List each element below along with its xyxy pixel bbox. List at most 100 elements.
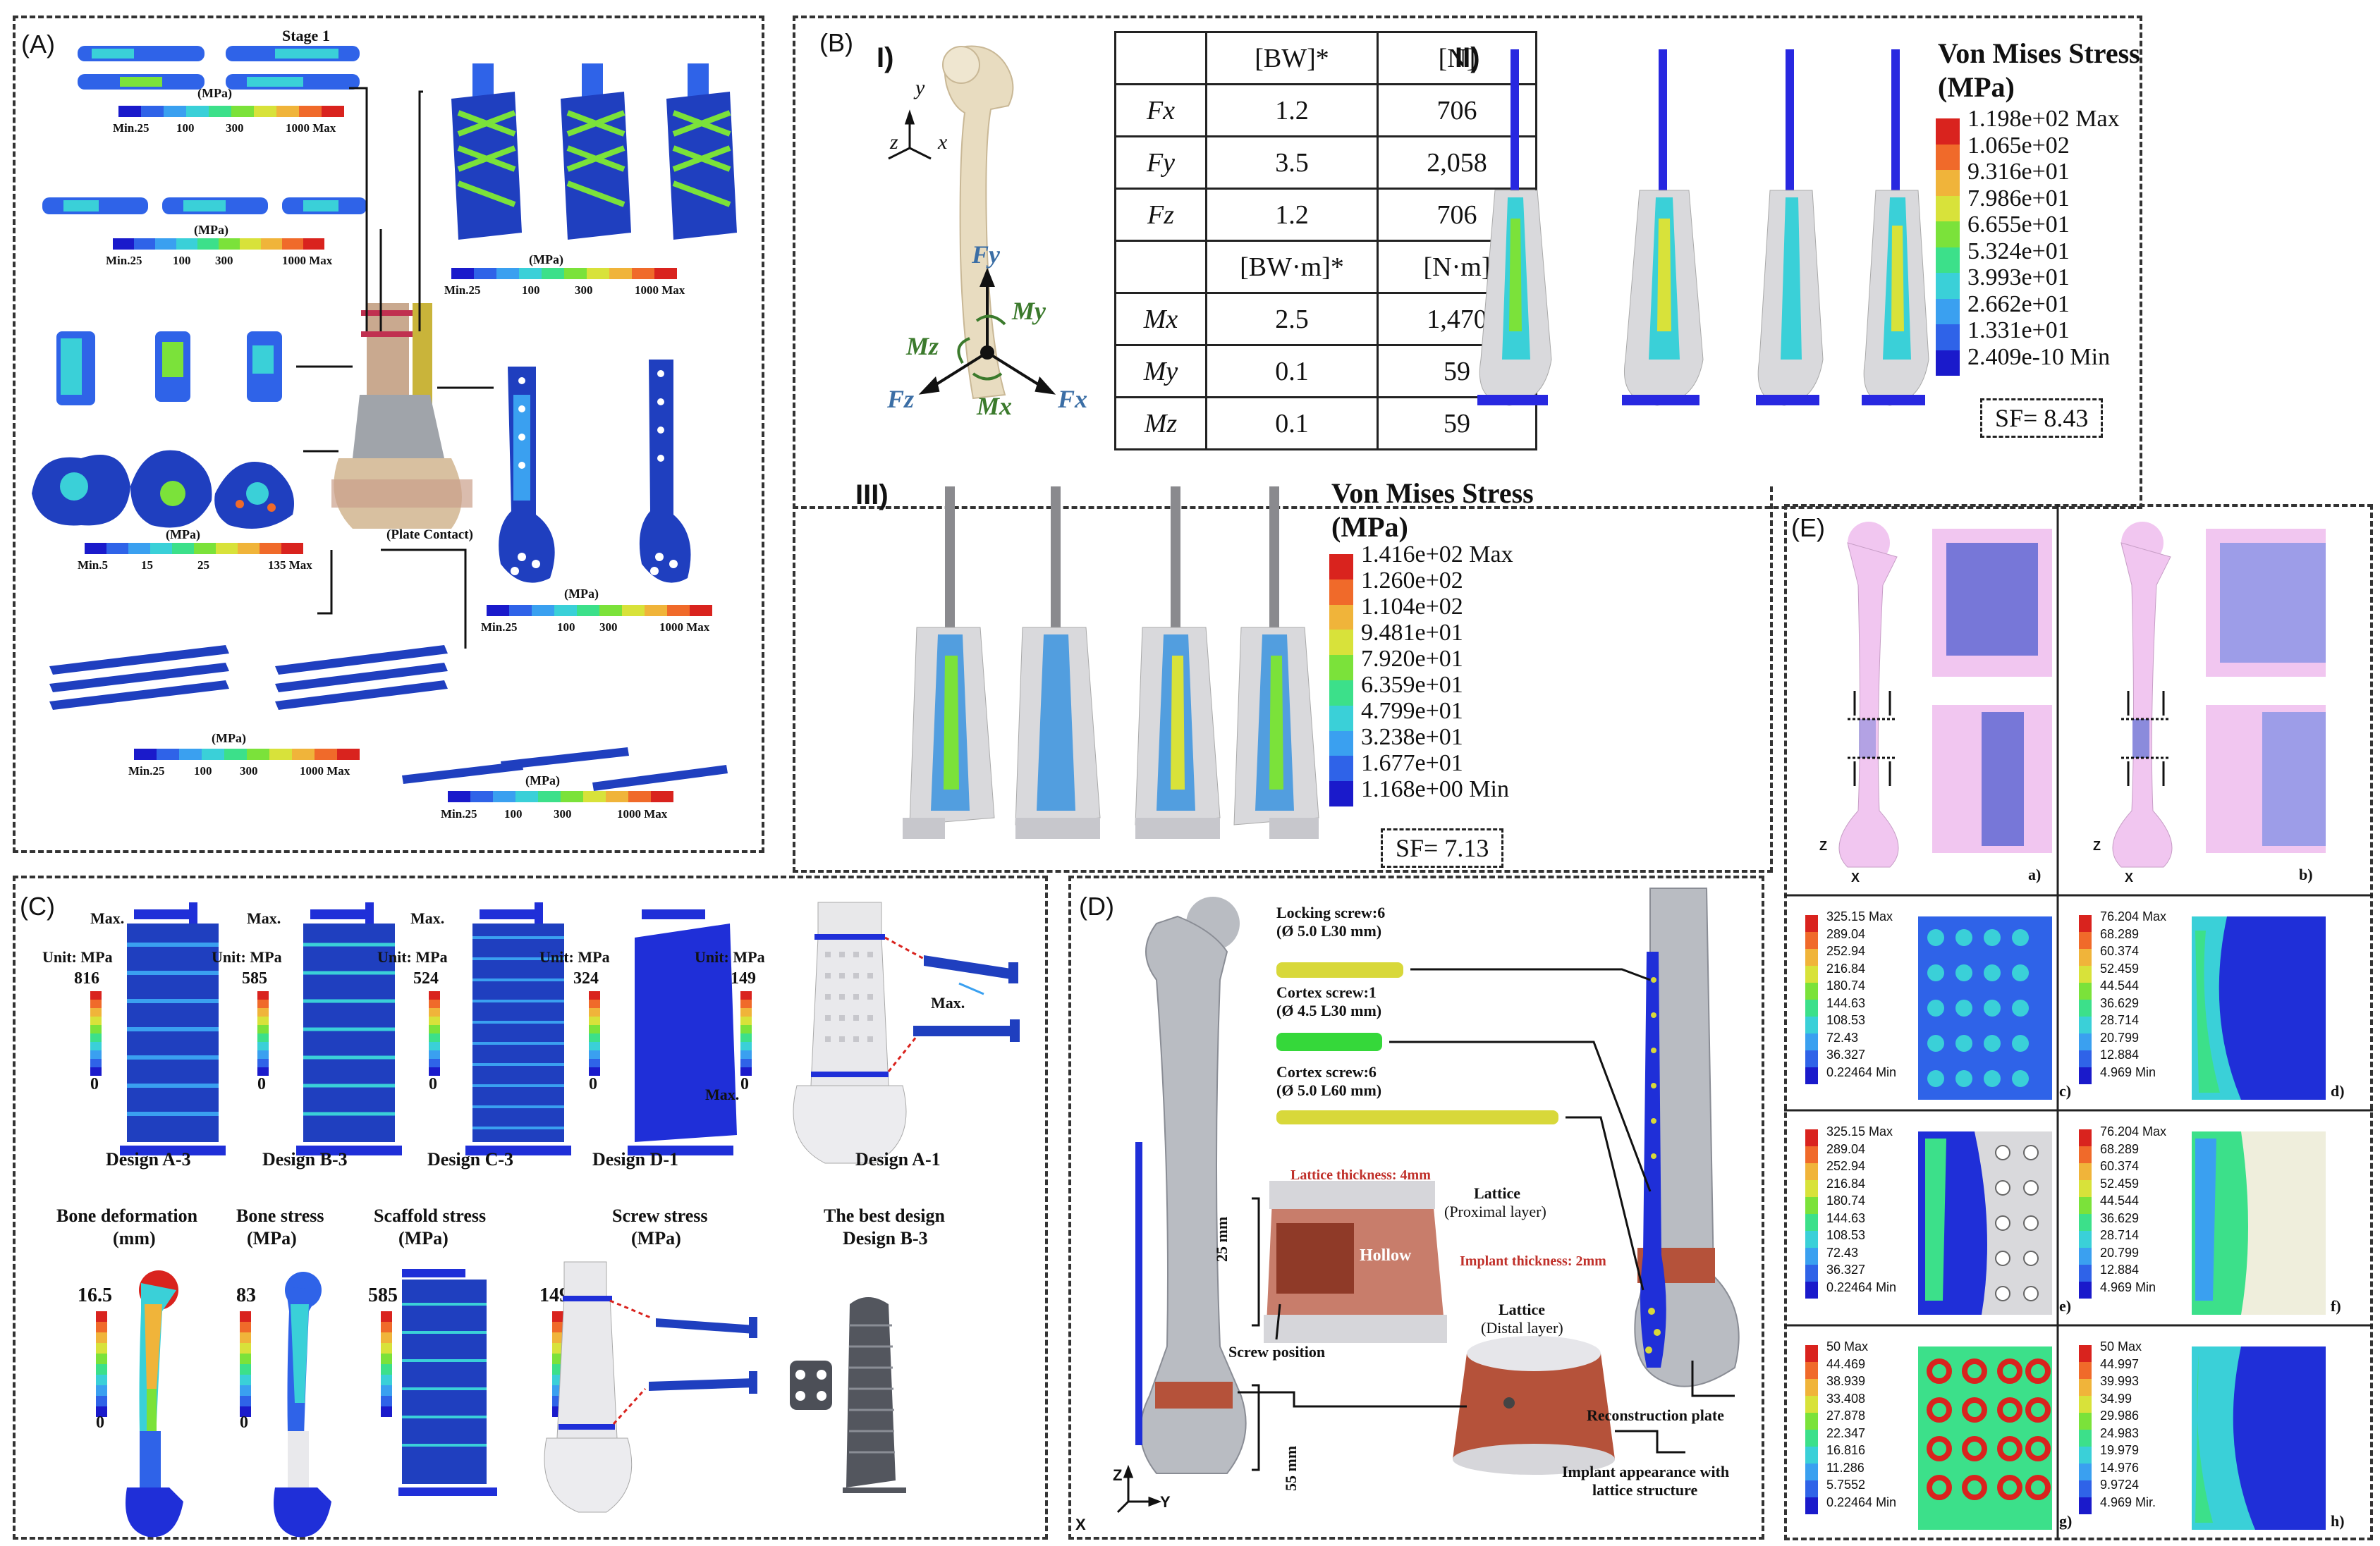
- colorbar-segment: [281, 543, 303, 554]
- legend-value: 4.969 Mir.: [2100, 1495, 2156, 1509]
- colorbar-segment: [1805, 932, 1818, 949]
- colorbar-segment: [1805, 1362, 1818, 1379]
- legend-value: 68.289: [2100, 1141, 2140, 1156]
- colorbar-segment: [85, 543, 106, 554]
- colorbar-segment: [487, 605, 509, 616]
- colorbar-segment: [1805, 1017, 1818, 1033]
- legend-value: 36.629: [2100, 995, 2140, 1010]
- colorbar-segment: [1805, 1180, 1818, 1197]
- colorbar-segment: [2079, 983, 2092, 1000]
- legend-value: 14.976: [2100, 1460, 2140, 1475]
- legend-value: 16.816: [1826, 1443, 1866, 1457]
- panel-b-sf-iii: SF= 7.13: [1381, 828, 1504, 868]
- colorbar-segment: [240, 1322, 251, 1332]
- colorbar-segment: [538, 791, 561, 802]
- panel-e-cbar-d: [2079, 915, 2092, 1084]
- colorbar-segment: [1805, 949, 1818, 966]
- colorbar-segment: [474, 268, 496, 279]
- panel-c-bottom-title-3b: (MPa): [398, 1228, 448, 1249]
- legend-value: 39.993: [2100, 1374, 2140, 1388]
- colorbar-segment: [2079, 1214, 2092, 1231]
- colorbar-segment: [589, 1067, 600, 1076]
- panel-c-zero-b3: 0: [257, 1075, 266, 1093]
- panel-d-lattice: Lattice: [1474, 1184, 1520, 1202]
- legend-value: 36.327: [1826, 1048, 1866, 1062]
- colorbar-segment: [164, 106, 186, 117]
- panel-b-axis-y: y: [915, 76, 925, 99]
- legend-value: 216.84: [1826, 961, 1866, 976]
- legend-value: 28.714: [2100, 1013, 2140, 1027]
- colorbar-segment: [197, 238, 219, 250]
- colorbar-segment: [90, 1025, 102, 1033]
- colorbar-segment: [1936, 170, 1960, 196]
- colorbar-segment: [2079, 932, 2092, 949]
- colorbar-segment: [90, 1000, 102, 1008]
- panel-a-scale-6-0: Min.25: [128, 764, 165, 778]
- legend-value: 180.74: [1826, 978, 1866, 993]
- colorbar-segment: [1805, 1000, 1818, 1017]
- panel-a-unit-6: (MPa): [212, 731, 246, 745]
- panel-a-unit-3: (MPa): [166, 527, 200, 541]
- panel-c-design-d1: Design D-1: [592, 1149, 679, 1170]
- colorbar-segment: [240, 1396, 251, 1406]
- panel-c-zero-c3: 0: [429, 1075, 437, 1093]
- panel-b-force-my: My: [1012, 297, 1046, 325]
- colorbar-segment: [589, 991, 600, 1000]
- colorbar-segment: [2079, 1362, 2092, 1379]
- legend-value: 50 Max: [1826, 1339, 1869, 1354]
- panel-c-max-c3: Max.: [410, 909, 445, 927]
- panel-d-screw-position: Screw position: [1228, 1343, 1326, 1361]
- legend-value: 108.53: [1826, 1228, 1866, 1242]
- colorbar-segment: [224, 749, 247, 760]
- legend-value: 1.260e+02: [1361, 568, 1463, 594]
- colorbar-segment: [740, 1067, 752, 1076]
- colorbar-segment: [1805, 1197, 1818, 1214]
- panel-a-screw-bundles: [49, 645, 448, 710]
- panel-d-locking-dim: (Ø 5.0 L30 mm): [1276, 922, 1382, 940]
- colorbar-segment: [2079, 1265, 2092, 1282]
- colorbar-segment: [493, 791, 515, 802]
- colorbar-segment: [240, 1375, 251, 1385]
- panel-a-scale-6-3: 1000 Max: [300, 764, 350, 778]
- colorbar-segment: [381, 1364, 392, 1375]
- colorbar-segment: [257, 1017, 269, 1025]
- colorbar-segment: [552, 1322, 563, 1332]
- panel-c-zero-d1: 0: [589, 1075, 597, 1093]
- panel-e-axis-z-b: Z: [2093, 839, 2101, 853]
- colorbar-segment: [1936, 144, 1960, 170]
- panel-b-vm-title-iii: Von Mises Stress: [1331, 477, 1534, 509]
- colorbar-segment: [470, 791, 493, 802]
- panel-e-sub-d: d): [2331, 1082, 2345, 1100]
- colorbar-segment: [96, 1354, 107, 1364]
- colorbar-segment: [202, 749, 224, 760]
- panel-a-condyles: [32, 450, 294, 529]
- colorbar-segment: [1805, 1129, 1818, 1146]
- colorbar-segment: [429, 1017, 440, 1025]
- legend-value: 28.714: [2100, 1228, 2140, 1242]
- colorbar-segment: [740, 1017, 752, 1025]
- colorbar-segment: [1805, 1248, 1818, 1265]
- colorbar-segment: [118, 106, 141, 117]
- panel-a-scale-4-2: 300: [575, 283, 593, 297]
- legend-value: 33.408: [1826, 1391, 1866, 1406]
- colorbar-segment: [1329, 781, 1353, 806]
- colorbar-segment: [2079, 1163, 2092, 1180]
- colorbar-segment: [2079, 1497, 2092, 1514]
- colorbar-segment: [509, 605, 532, 616]
- panel-c-bottom-title-2a: Bone stress: [236, 1205, 324, 1226]
- legend-value: 1.677e+01: [1361, 750, 1463, 776]
- panel-a-scale-5-0: Min.25: [481, 620, 518, 634]
- colorbar-segment: [429, 1008, 440, 1017]
- colorbar-segment: [157, 749, 179, 760]
- panel-c-bottom-value-1: 16.5: [78, 1284, 112, 1306]
- colorbar-segment: [299, 106, 322, 117]
- colorbar-segment: [1936, 195, 1960, 221]
- panel-e-sub-e: e): [2059, 1297, 2072, 1315]
- colorbar-segment: [240, 1354, 251, 1364]
- panel-a-lattice-cages: [451, 63, 737, 240]
- colorbar-segment: [96, 1385, 107, 1396]
- legend-value: 325.15 Max: [1826, 1124, 1893, 1139]
- panel-b-axis-x: x: [938, 130, 948, 154]
- legend-value: 24.983: [2100, 1425, 2140, 1440]
